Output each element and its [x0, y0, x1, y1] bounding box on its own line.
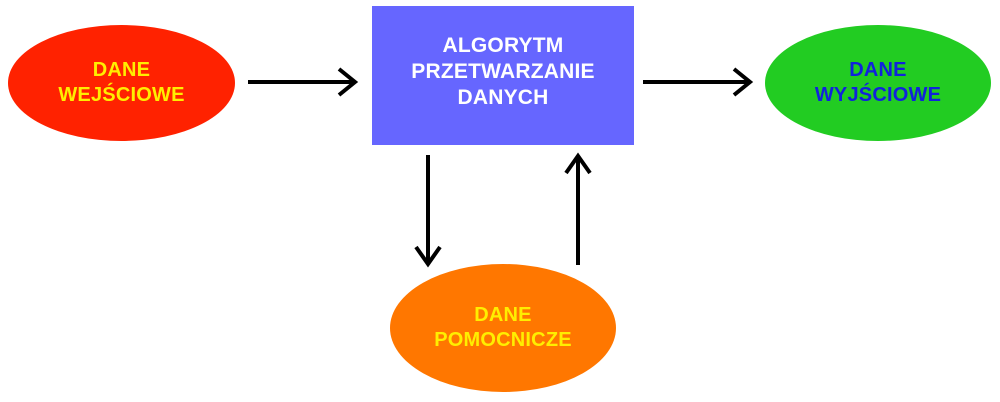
auxiliary-data-label-line-2: POMOCNICZE: [434, 329, 572, 351]
arrow-auxiliary-to-algorithm: [564, 152, 592, 265]
output-data-label: DANE WYJŚCIOWE: [815, 58, 941, 108]
algorithm-label-line-1: ALGORYTM: [442, 33, 564, 57]
auxiliary-data-node: DANE POMOCNICZE: [390, 264, 616, 392]
auxiliary-data-label-line-1: DANE: [474, 304, 532, 326]
arrow-input-to-algorithm: [248, 67, 359, 97]
output-data-node: DANE WYJŚCIOWE: [765, 25, 991, 141]
output-data-label-line-1: DANE: [849, 59, 907, 81]
algorithm-label-line-3: DANYCH: [457, 85, 549, 109]
input-data-node: DANE WEJŚCIOWE: [8, 25, 235, 141]
input-data-label-line-2: WEJŚCIOWE: [58, 84, 185, 106]
algorithm-label: ALGORYTM PRZETWARZANIE DANYCH: [411, 33, 594, 111]
output-data-label-line-2: WYJŚCIOWE: [814, 84, 942, 106]
arrow-algorithm-to-auxiliary: [414, 155, 442, 268]
algorithm-node: ALGORYTM PRZETWARZANIE DANYCH: [372, 6, 634, 145]
auxiliary-data-label: DANE POMOCNICZE: [434, 303, 572, 353]
input-data-label-line-1: DANE: [92, 59, 151, 81]
arrow-algorithm-to-output: [643, 67, 754, 97]
input-data-label: DANE WEJŚCIOWE: [58, 58, 184, 108]
algorithm-label-line-2: PRZETWARZANIE: [411, 59, 595, 83]
